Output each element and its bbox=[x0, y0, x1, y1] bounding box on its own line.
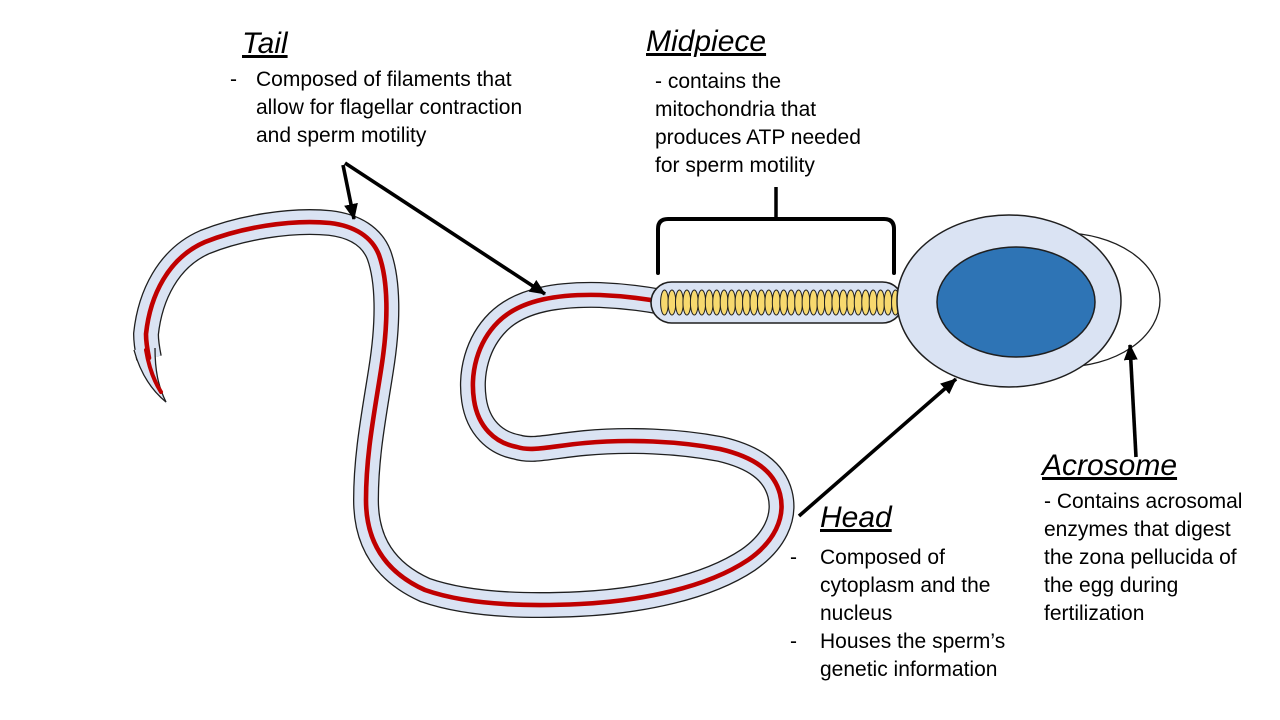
mitochondrion bbox=[727, 289, 736, 316]
mitochondrion bbox=[660, 289, 669, 316]
mitochondrion bbox=[868, 289, 878, 316]
mitochondrion bbox=[853, 289, 863, 316]
mitochondrion bbox=[697, 289, 707, 316]
bullet-dash: - bbox=[790, 546, 797, 569]
mitochondrion bbox=[704, 289, 714, 316]
mitochondrion bbox=[824, 289, 833, 316]
bullet-dash: - bbox=[790, 630, 797, 653]
bullet-text: Composed of cytoplasm and the nucleus bbox=[820, 546, 991, 625]
head-label: Head bbox=[820, 502, 892, 534]
mitochondrion bbox=[809, 289, 818, 316]
tail-label: Tail bbox=[242, 28, 288, 60]
midpiece-bracket bbox=[656, 217, 896, 275]
mitochondrion bbox=[689, 289, 699, 316]
mitochondrion bbox=[742, 289, 751, 316]
bullet-dash: - bbox=[230, 68, 237, 91]
head-title: Head bbox=[820, 501, 892, 534]
bullet-text: Composed of filaments that allow for fla… bbox=[256, 68, 523, 147]
nucleus-shape bbox=[936, 246, 1096, 358]
midpiece-label: Midpiece bbox=[646, 26, 766, 58]
mitochondrion bbox=[883, 289, 893, 316]
head-arrow bbox=[797, 377, 958, 518]
acrosome-title: Acrosome bbox=[1042, 449, 1178, 482]
mitochondrion bbox=[764, 289, 774, 316]
mitochondrion bbox=[682, 289, 692, 316]
midpiece-title: Midpiece bbox=[646, 25, 767, 58]
list-item: - Houses the sperm’s genetic information bbox=[790, 628, 1022, 684]
mitochondrion bbox=[675, 289, 684, 316]
mitochondrion bbox=[816, 289, 826, 316]
list-item: - Composed of cytoplasm and the nucleus bbox=[790, 544, 1022, 628]
mitochondrion bbox=[712, 289, 722, 316]
tail-arrow-1 bbox=[341, 164, 358, 220]
head-bullets: - Composed of cytoplasm and the nucleus … bbox=[790, 544, 1022, 684]
mitochondrion bbox=[794, 289, 803, 316]
tail-arrow-2 bbox=[344, 161, 546, 296]
mitochondrion bbox=[876, 289, 885, 316]
mitochondrion bbox=[779, 289, 789, 316]
flagellum-core-tip bbox=[144, 348, 163, 394]
mitochondrion bbox=[756, 289, 766, 316]
tail-shape bbox=[134, 222, 782, 605]
mitochondrion bbox=[846, 289, 856, 316]
mitochondrion bbox=[861, 289, 871, 316]
mitochondria-group bbox=[660, 289, 900, 316]
bullet-text: Houses the sperm’s genetic information bbox=[820, 630, 1006, 681]
acrosome-label: Acrosome bbox=[1042, 450, 1177, 482]
mitochondrion bbox=[838, 289, 848, 316]
mitochondrion bbox=[771, 289, 781, 316]
tail-title: Tail bbox=[242, 27, 288, 60]
tail-bullets: - Composed of filaments that allow for f… bbox=[230, 66, 546, 150]
mitochondrion bbox=[831, 289, 841, 316]
mitochondrion bbox=[801, 289, 811, 316]
mitochondrion bbox=[786, 289, 796, 316]
list-item: - Composed of filaments that allow for f… bbox=[230, 66, 546, 150]
mitochondrion bbox=[719, 289, 729, 316]
mitochondrion bbox=[734, 289, 744, 316]
acrosome-description: - Contains acrosomal enzymes that digest… bbox=[1044, 490, 1243, 625]
acrosome-arrow bbox=[1123, 344, 1138, 458]
midpiece-description: - contains the mitochondria that produce… bbox=[655, 70, 861, 177]
mitochondrion bbox=[667, 289, 677, 316]
mitochondrion bbox=[749, 289, 759, 316]
